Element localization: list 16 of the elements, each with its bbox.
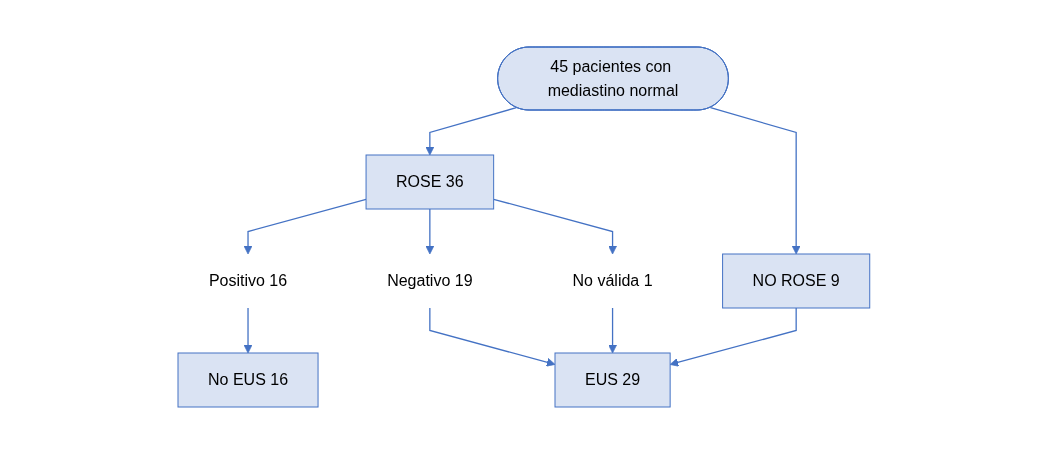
- arrow: [243, 307, 253, 354]
- node-box: No EUS 16: [177, 352, 319, 408]
- arrow: [425, 208, 434, 255]
- arrow: [428, 307, 555, 367]
- arrow: [425, 106, 517, 156]
- node-box: NO ROSE 9: [721, 253, 870, 309]
- node-box: EUS 29: [554, 352, 671, 408]
- arrow: [243, 198, 367, 255]
- arrow: [492, 198, 617, 255]
- node-text: Negativo 19: [386, 272, 473, 289]
- arrow: [709, 106, 801, 255]
- node-text: Positivo 16: [208, 272, 287, 289]
- node-text: No válida 1: [572, 272, 653, 289]
- arrow: [607, 307, 617, 354]
- arrow: [669, 307, 797, 367]
- node-box: ROSE 36: [365, 154, 494, 210]
